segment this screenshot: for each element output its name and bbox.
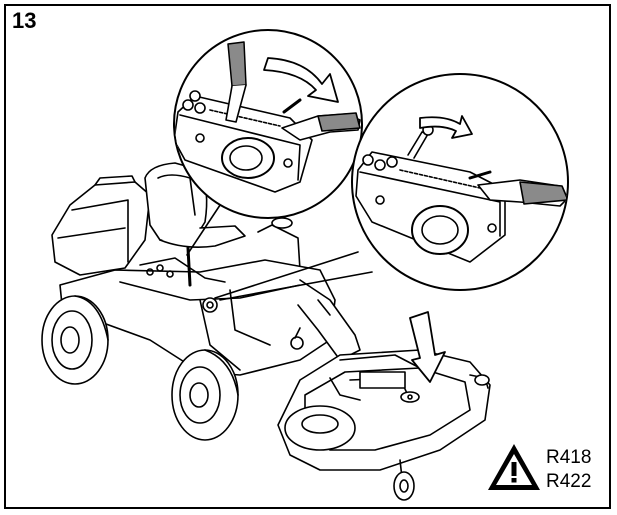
model-label-1: R418	[546, 447, 592, 468]
figure-number: 13	[12, 8, 37, 33]
detail-circle-2	[351, 73, 569, 291]
tractor-body	[51, 162, 361, 376]
front-wheel	[171, 349, 239, 441]
rear-wheel	[41, 295, 109, 385]
mower-deck	[277, 349, 491, 501]
detail-circle-1	[173, 29, 363, 219]
model-label-2: R422	[546, 471, 592, 492]
warning-triangle-icon	[488, 444, 540, 490]
model-list: R418 R422	[546, 446, 591, 494]
down-arrow	[409, 311, 446, 383]
